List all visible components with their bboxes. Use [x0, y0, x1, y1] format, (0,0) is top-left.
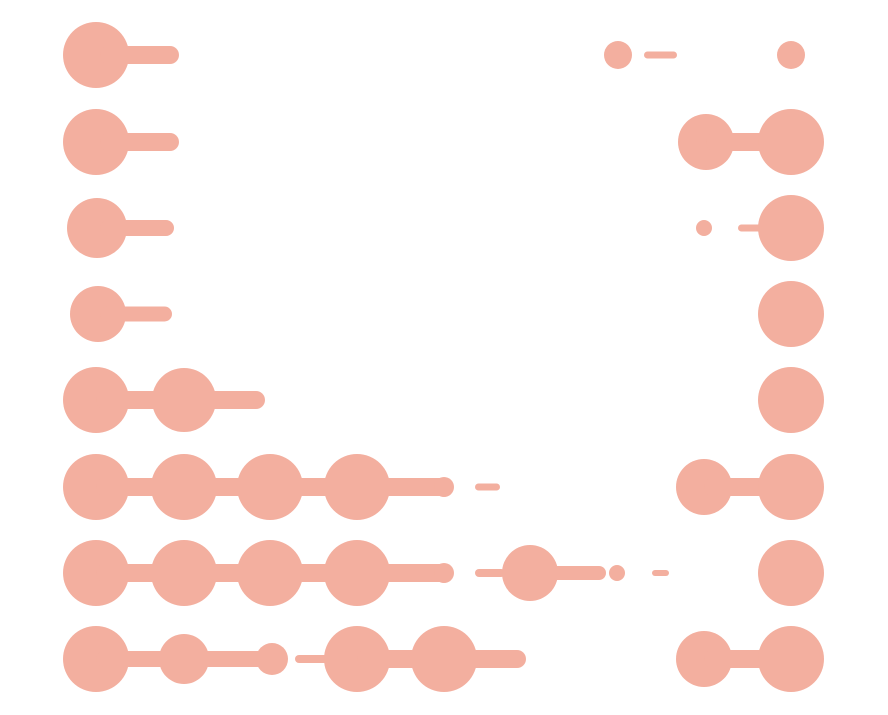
blob — [604, 41, 632, 69]
connector-bar — [295, 655, 330, 663]
blob — [696, 220, 712, 236]
connector-bar — [357, 650, 526, 668]
connector-bar — [644, 51, 677, 59]
blob — [434, 563, 454, 583]
blob — [758, 626, 824, 692]
blob — [67, 198, 127, 258]
connector-bar — [475, 569, 505, 577]
blob — [434, 477, 454, 497]
connector-bar — [530, 566, 606, 580]
blob — [758, 367, 824, 433]
blob — [70, 286, 126, 342]
blob — [758, 109, 824, 175]
blob — [758, 540, 824, 606]
blob — [609, 565, 625, 581]
connector-bar — [96, 478, 452, 496]
connector-bar — [100, 133, 179, 151]
blob — [758, 454, 824, 520]
blob — [758, 195, 824, 261]
connector-bar — [100, 46, 179, 64]
blob — [256, 643, 288, 675]
connector-bar — [96, 651, 272, 667]
connector-bar — [100, 306, 172, 322]
connector-bar — [652, 570, 669, 576]
blob — [63, 22, 129, 88]
connector-bar — [100, 220, 174, 236]
blob — [758, 281, 824, 347]
blob — [777, 41, 805, 69]
blob — [63, 109, 129, 175]
connector-bar — [475, 483, 500, 491]
connector-bar — [96, 564, 452, 582]
connector-bar — [96, 391, 265, 409]
